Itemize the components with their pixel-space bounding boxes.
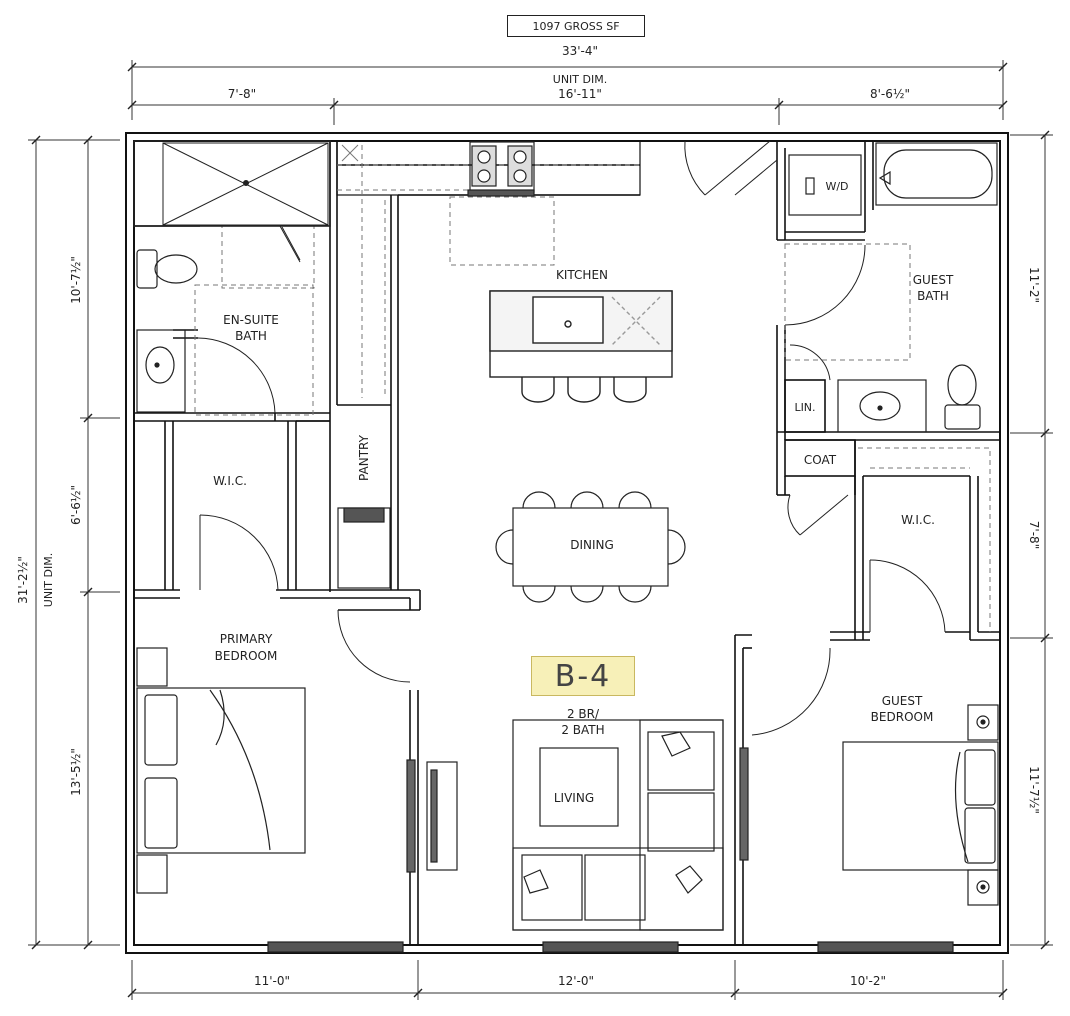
dim-center-width: 16'-11" (558, 87, 602, 101)
washer-dryer-icon (788, 154, 862, 216)
door-swings (197, 140, 946, 736)
kitchen-island (489, 290, 673, 403)
toilet-icon (136, 249, 198, 289)
exterior-walls (125, 132, 1009, 954)
label-coat: COAT (804, 453, 837, 467)
gross-sf-box: 1097 GROSS SF (507, 15, 645, 37)
dim-right-width: 8'-6½" (870, 87, 910, 101)
dim-right-mid: 7'-8" (1027, 521, 1041, 549)
dim-overall-width: 33'-4" (562, 44, 598, 58)
dim-bottom-left: 11'-0" (254, 974, 290, 988)
pantry-shelf (337, 507, 391, 589)
dim-left-overall: 31'-2½" (16, 556, 30, 604)
label-ensuite-2: BATH (235, 329, 267, 343)
interior-walls (134, 140, 1000, 945)
label-linen: LIN. (794, 401, 815, 414)
label-guest-bath-2: BATH (917, 289, 949, 303)
dim-bottom-mid: 12'-0" (558, 974, 594, 988)
dim-left-mid: 6'-6½" (69, 485, 83, 525)
fridge-x-icon (341, 144, 359, 162)
dimension-ticks (31, 62, 1050, 998)
label-kitchen: KITCHEN (556, 268, 608, 282)
label-wic-left: W.I.C. (213, 474, 247, 488)
label-primary-2: BEDROOM (215, 649, 278, 663)
dim-unit-label: UNIT DIM. (553, 73, 607, 86)
dim-bottom-right: 10'-2" (850, 974, 886, 988)
guest-sink-icon (837, 379, 927, 433)
label-living: LIVING (554, 791, 594, 805)
label-guest-bed-2: BEDROOM (871, 710, 934, 724)
dim-right-bottom: 11'-7½" (1027, 766, 1041, 814)
label-dining: DINING (570, 538, 614, 552)
sectional-sofa (512, 719, 724, 931)
unit-type-line2: 2 BATH (561, 723, 604, 737)
unit-code-badge: B-4 (531, 656, 635, 696)
guest-bed (842, 704, 999, 906)
label-primary-1: PRIMARY (220, 632, 273, 646)
shower-stall (133, 140, 331, 227)
guest-toilet-icon (944, 364, 981, 430)
dim-left-width: 7'-8" (228, 87, 256, 101)
tv-console (406, 747, 749, 873)
label-wic-right: W.I.C. (901, 513, 935, 527)
primary-bed (136, 647, 306, 894)
label-wd: W/D (825, 180, 848, 193)
sink-icon (136, 329, 186, 413)
bathtub-icon (875, 142, 998, 206)
dim-left-top: 10'-7½" (69, 256, 83, 304)
unit-type-line1: 2 BR/ (567, 707, 600, 721)
label-ensuite-1: EN-SUITE (223, 313, 279, 327)
cooktop-icon (467, 141, 535, 197)
dining-table (495, 491, 686, 603)
dim-right-top: 11'-2" (1027, 267, 1041, 303)
dimension-lines (28, 60, 1053, 1000)
dim-left-unit-label: UNIT DIM. (42, 553, 55, 607)
label-guest-bath-1: GUEST (913, 273, 954, 287)
windows (267, 941, 954, 953)
label-pantry: PANTRY (357, 434, 371, 481)
dim-left-bottom: 13'-5½" (69, 748, 83, 796)
label-guest-bed-1: GUEST (882, 694, 923, 708)
coffee-table (539, 747, 619, 827)
